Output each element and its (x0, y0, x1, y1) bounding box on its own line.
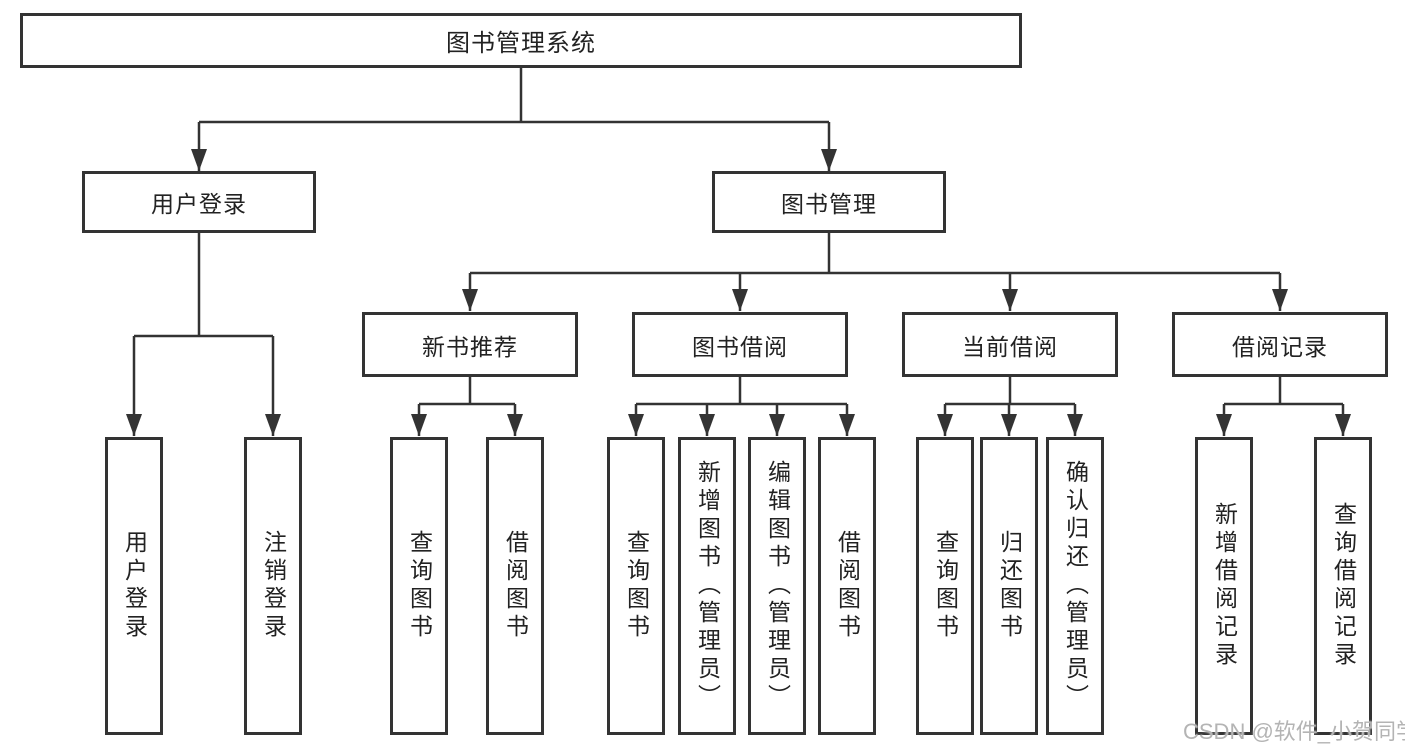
leaf-cb-confirm-return-admin: 确认归还（管理员） (1046, 437, 1104, 735)
leaf-cb-query-books-label: 查询图书 (932, 530, 959, 642)
leaf-nb-borrow-books: 借阅图书 (486, 437, 544, 735)
leaf-bb-add-books-admin-label: 新增图书（管理员） (694, 460, 721, 712)
leaf-user-login: 用户登录 (105, 437, 163, 735)
leaf-bb-query-books-label: 查询图书 (623, 530, 650, 642)
leaf-cb-query-books: 查询图书 (916, 437, 974, 735)
leaf-cb-return-books: 归还图书 (980, 437, 1038, 735)
node-user-login: 用户登录 (82, 171, 316, 233)
leaf-bb-edit-books-admin: 编辑图书（管理员） (748, 437, 806, 735)
csdn-watermark: CSDN @软件_小贺同学 (1183, 719, 1405, 744)
leaf-logout-label: 注销登录 (260, 530, 287, 642)
node-current-borrow: 当前借阅 (902, 312, 1118, 377)
leaf-nb-borrow-books-label: 借阅图书 (502, 530, 529, 642)
leaf-nb-query-books-label: 查询图书 (406, 530, 433, 642)
node-book-management: 图书管理 (712, 171, 946, 233)
leaf-bb-borrow-books: 借阅图书 (818, 437, 876, 735)
leaf-logout: 注销登录 (244, 437, 302, 735)
node-new-book-recommend: 新书推荐 (362, 312, 578, 377)
leaf-br-add-record-label: 新增借阅记录 (1211, 502, 1238, 670)
node-root: 图书管理系统 (20, 13, 1022, 68)
leaf-bb-borrow-books-label: 借阅图书 (834, 530, 861, 642)
leaf-br-query-record: 查询借阅记录 (1314, 437, 1372, 735)
node-borrow-records: 借阅记录 (1172, 312, 1388, 377)
leaf-nb-query-books: 查询图书 (390, 437, 448, 735)
leaf-bb-query-books: 查询图书 (607, 437, 665, 735)
leaf-bb-edit-books-admin-label: 编辑图书（管理员） (764, 460, 791, 712)
leaf-user-login-label: 用户登录 (121, 530, 148, 642)
leaf-cb-confirm-return-admin-label: 确认归还（管理员） (1062, 460, 1089, 712)
leaf-br-add-record: 新增借阅记录 (1195, 437, 1253, 735)
leaf-cb-return-books-label: 归还图书 (996, 530, 1023, 642)
leaf-bb-add-books-admin: 新增图书（管理员） (678, 437, 736, 735)
node-book-borrow: 图书借阅 (632, 312, 848, 377)
leaf-br-query-record-label: 查询借阅记录 (1330, 502, 1357, 670)
